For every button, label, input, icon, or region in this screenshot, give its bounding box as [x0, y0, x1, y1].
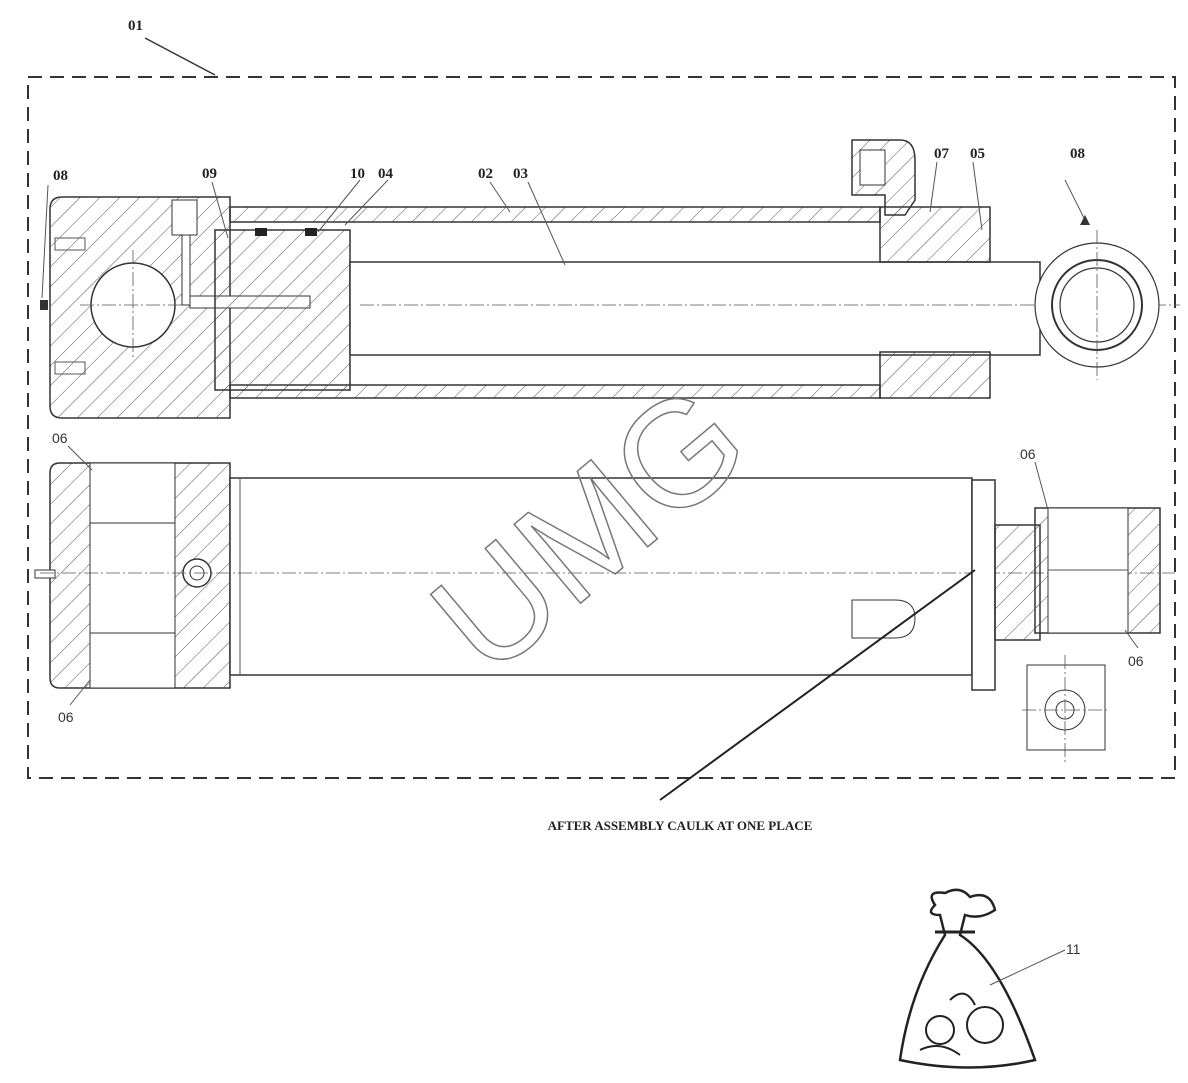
label-11: 11 — [1066, 941, 1081, 957]
label-07: 07 — [934, 146, 950, 162]
label-01: 01 — [128, 18, 143, 34]
label-06-top-left: 06 — [52, 430, 68, 446]
label-05: 05 — [970, 146, 985, 162]
label-08-left: 08 — [53, 168, 68, 184]
label-06-bottom-left: 06 — [58, 709, 74, 725]
cylinder-tube — [229, 477, 973, 676]
label-02: 02 — [478, 166, 493, 182]
label-10: 10 — [350, 166, 365, 182]
exterior-view — [34, 445, 1175, 801]
label-06-top-right: 06 — [1020, 446, 1036, 462]
label-09: 09 — [202, 166, 217, 182]
section-view — [40, 139, 1180, 419]
parts-bag-icon — [898, 888, 1037, 1069]
label-04: 04 — [378, 166, 394, 182]
label-03: 03 — [513, 166, 528, 182]
caulk-note: AFTER ASSEMBLY CAULK AT ONE PLACE — [548, 818, 813, 833]
label-08-right: 08 — [1070, 146, 1085, 162]
caulk-leader — [659, 569, 976, 801]
piston-rod — [349, 261, 1041, 356]
label-06-bottom-right: 06 — [1128, 653, 1144, 669]
assembly-boundary — [27, 76, 1176, 779]
